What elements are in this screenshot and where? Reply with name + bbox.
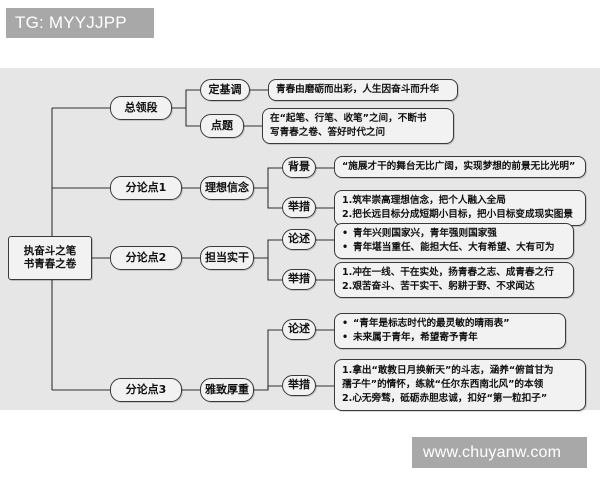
- node-举措-3[interactable]: 举措: [282, 375, 316, 396]
- node-label: 举措: [288, 200, 310, 214]
- root-line-2: 书青春之卷: [23, 258, 77, 270]
- node-label: 论述: [288, 322, 310, 336]
- content-line: 2.把长远目标分成短期小目标，把小目标变成现实图景: [342, 209, 573, 220]
- node-label: 举措: [288, 272, 310, 286]
- topic-label: 担当实干: [205, 250, 249, 264]
- content-点题[interactable]: 在“起笔、行笔、收笔”之间，不断书 写青春之卷、答好时代之问: [262, 108, 454, 144]
- node-label: 点题: [211, 118, 233, 132]
- node-label: 举措: [288, 378, 310, 392]
- topic-label: 理想信念: [205, 180, 249, 194]
- mindmap-panel: 执奋斗之笔 书青春之卷 总领段 定基调 青春由磨砺而出彩，人生因奋斗而升华 点题…: [0, 68, 600, 411]
- content-定基调[interactable]: 青春由磨砺而出彩，人生因奋斗而升华: [268, 79, 458, 101]
- node-背景[interactable]: 背景: [282, 157, 316, 178]
- node-label: 背景: [288, 160, 310, 174]
- fld2-topic-to-jucuo: [267, 258, 282, 281]
- content-line: 1.筑牢崇高理想信念，把个人融入全局: [342, 195, 506, 207]
- node-论述-2[interactable]: 论述: [282, 229, 316, 250]
- content-line: 青年堪当重任、能担大任、大有希望、大有可为: [342, 241, 566, 255]
- content-line: “施展才干的舞台无比广阔，实现梦想的前景无比光明”: [342, 161, 576, 173]
- watermark-bottom-right: www.chuyanw.com: [412, 437, 587, 468]
- zlb-to-dianti: [185, 108, 200, 127]
- fld3-topic-to-lunshu: [254, 329, 282, 391]
- branch-分论点3[interactable]: 分论点3: [110, 378, 182, 402]
- fld1-topic-to-jucuo: [267, 188, 282, 209]
- zlb-to-dingjidiao: [172, 89, 200, 109]
- content-论述-2[interactable]: 青年兴则国家兴，青年强则国家强 青年堪当重任、能担大任、大有希望、大有可为: [334, 223, 574, 259]
- root-node[interactable]: 执奋斗之笔 书青春之卷: [8, 236, 92, 280]
- node-举措-1[interactable]: 举措: [282, 197, 316, 218]
- topic-理想信念[interactable]: 理想信念: [200, 176, 254, 200]
- content-line: 青春由磨砺而出彩，人生因奋斗而升华: [276, 84, 440, 96]
- content-line: 2.心无旁骛，砥砺赤胆忠诚，扣好“第一粒扣子”: [342, 392, 548, 404]
- branch-分论点2[interactable]: 分论点2: [110, 246, 182, 270]
- topic-雅致厚重[interactable]: 雅致厚重: [200, 378, 254, 402]
- branch-总领段[interactable]: 总领段: [110, 96, 172, 120]
- topic-担当实干[interactable]: 担当实干: [200, 246, 254, 270]
- fld1-topic-to-beijing: [254, 167, 282, 189]
- content-line: 未来属于青年，希望寄予青年: [342, 331, 558, 345]
- content-line: 1.冲在一线、干在实处，扬青春之志、成青春之行: [342, 267, 554, 279]
- topic-label: 雅致厚重: [205, 382, 249, 396]
- node-label: 定基调: [208, 82, 242, 96]
- branch-label: 总领段: [124, 100, 158, 114]
- content-论述-3[interactable]: “青年是标志时代的最灵敏的晴雨表” 未来属于青年，希望寄予青年: [334, 313, 566, 349]
- node-label: 论述: [288, 232, 310, 246]
- branch-分论点1[interactable]: 分论点1: [110, 176, 182, 200]
- content-line: “青年是标志时代的最灵敏的晴雨表”: [342, 317, 558, 331]
- node-举措-2[interactable]: 举措: [282, 269, 316, 290]
- content-举措-2[interactable]: 1.冲在一线、干在实处，扬青春之志、成青春之行 2.艰苦奋斗、苦干实干、躬耕于野…: [334, 262, 574, 298]
- branch-label: 分论点3: [125, 382, 167, 396]
- watermark-top-left: TG: MYYJJPP: [6, 8, 154, 38]
- node-论述-3[interactable]: 论述: [282, 319, 316, 340]
- branch-label: 分论点1: [125, 180, 167, 194]
- content-举措-3[interactable]: 1.拿出“敢教日月换新天”的斗志，涵养“俯首甘为 孺子牛”的情怀，练就“任尔东西…: [334, 359, 586, 411]
- content-举措-1[interactable]: 1.筑牢崇高理想信念，把个人融入全局 2.把长远目标分成短期小目标，把小目标变成…: [334, 190, 586, 226]
- content-line: 2.艰苦奋斗、苦干实干、躬耕于野、不求闻达: [342, 281, 535, 292]
- content-line: 1.拿出“敢教日月换新天”的斗志，涵养“俯首甘为: [342, 365, 554, 377]
- fld2-topic-to-lunshu: [254, 239, 282, 259]
- content-line: 在“起笔、行笔、收笔”之间，不断书: [270, 113, 427, 125]
- node-定基调[interactable]: 定基调: [200, 79, 250, 101]
- content-line: 孺子牛”的情怀，练就“任尔东西南北风”的本领: [342, 379, 544, 391]
- content-line: 青年兴则国家兴，青年强则国家强: [342, 227, 566, 241]
- node-点题[interactable]: 点题: [200, 114, 244, 138]
- root-line-1: 执奋斗之笔: [23, 244, 77, 257]
- fld3-topic-to-jucuo: [267, 385, 282, 390]
- content-背景[interactable]: “施展才干的舞台无比广阔，实现梦想的前景无比光明”: [334, 156, 586, 178]
- branch-label: 分论点2: [125, 250, 167, 264]
- content-line: 写青春之卷、答好时代之问: [270, 127, 386, 138]
